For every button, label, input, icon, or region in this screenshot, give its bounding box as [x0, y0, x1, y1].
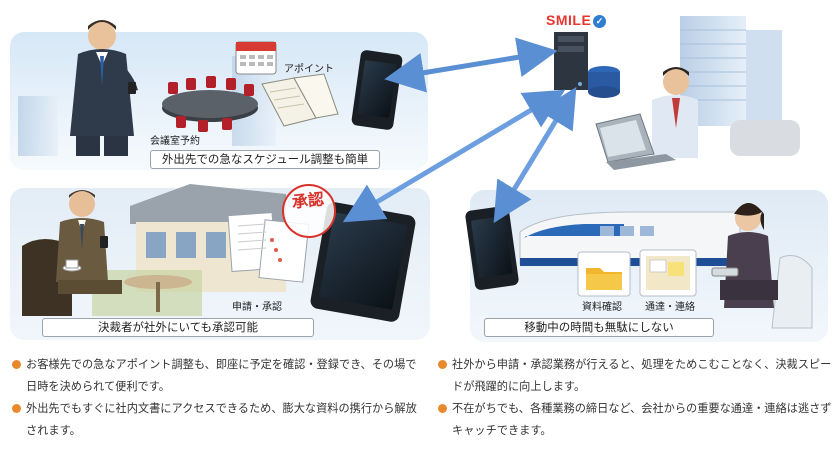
notice-board-icon — [639, 249, 697, 297]
tablet-icon — [310, 202, 416, 322]
smartphone-icon-c — [465, 206, 519, 290]
calendar-icon — [235, 41, 277, 75]
logo-text: SMILE — [546, 12, 592, 28]
label-meeting-room: 会議室予約 — [150, 136, 200, 147]
approval-illustration — [22, 184, 416, 322]
label-appointment: アポイント — [284, 64, 334, 75]
bullet-dot-icon — [12, 360, 21, 369]
benefits-list-right: 社外から申請・承認業務が行えると、処理をためこむことなく、決裁スピードが飛躍的に… — [438, 354, 832, 442]
list-item: 社外から申請・承認業務が行えると、処理をためこむことなく、決裁スピードが飛躍的に… — [438, 354, 832, 398]
arrow-phone-server — [384, 37, 558, 93]
bullet-dot-icon — [438, 404, 447, 413]
folder-icon — [577, 251, 631, 297]
list-item: お客様先での急なアポイント調整も、即座に予定を確認・登録でき、その場で日時を決め… — [12, 354, 422, 398]
label-doc-check: 資料確認 — [582, 302, 622, 313]
benefits-list-left: お客様先での急なアポイント調整も、即座に予定を確認・登録でき、その場で日時を決め… — [12, 354, 422, 442]
label-notice: 通達・連絡 — [645, 302, 695, 313]
caption-approval: 決裁者が社外にいても承認可能 — [42, 318, 314, 337]
mobile-illustration — [465, 203, 813, 329]
list-item: 不在がちでも、各種業務の締日など、会社からの重要な通達・連絡は逃さずキャッチでき… — [438, 398, 832, 442]
caption-schedule: 外出先での急なスケジュール調整も簡単 — [150, 150, 380, 169]
arrow-mobile-server — [493, 86, 577, 224]
connection-arrows — [342, 37, 577, 224]
smile-logo: SMILE✓ — [546, 12, 607, 28]
office-worker-figure — [652, 67, 698, 158]
businessman-figure — [70, 20, 138, 156]
meeting-room-icon — [162, 76, 258, 132]
database-icon — [588, 66, 620, 98]
planner-icon — [261, 73, 339, 127]
schedule-illustration — [18, 20, 403, 156]
check-icon: ✓ — [593, 15, 607, 28]
laptop-icon — [595, 113, 676, 170]
coffee-cup-icon — [62, 259, 82, 272]
businesswoman-figure — [711, 203, 778, 308]
label-request-approval: 申請・承認 — [232, 302, 282, 313]
caption-mobile: 移動中の時間も無駄にしない — [484, 318, 714, 337]
list-item: 外出先でもすぐに社内文書にアクセスできるため、膨大な資料の携行から解放されます。 — [12, 398, 422, 442]
server-illustration — [554, 16, 800, 170]
smartphone-icon — [351, 50, 403, 130]
bullet-dot-icon — [438, 360, 447, 369]
bullet-dot-icon — [12, 404, 21, 413]
